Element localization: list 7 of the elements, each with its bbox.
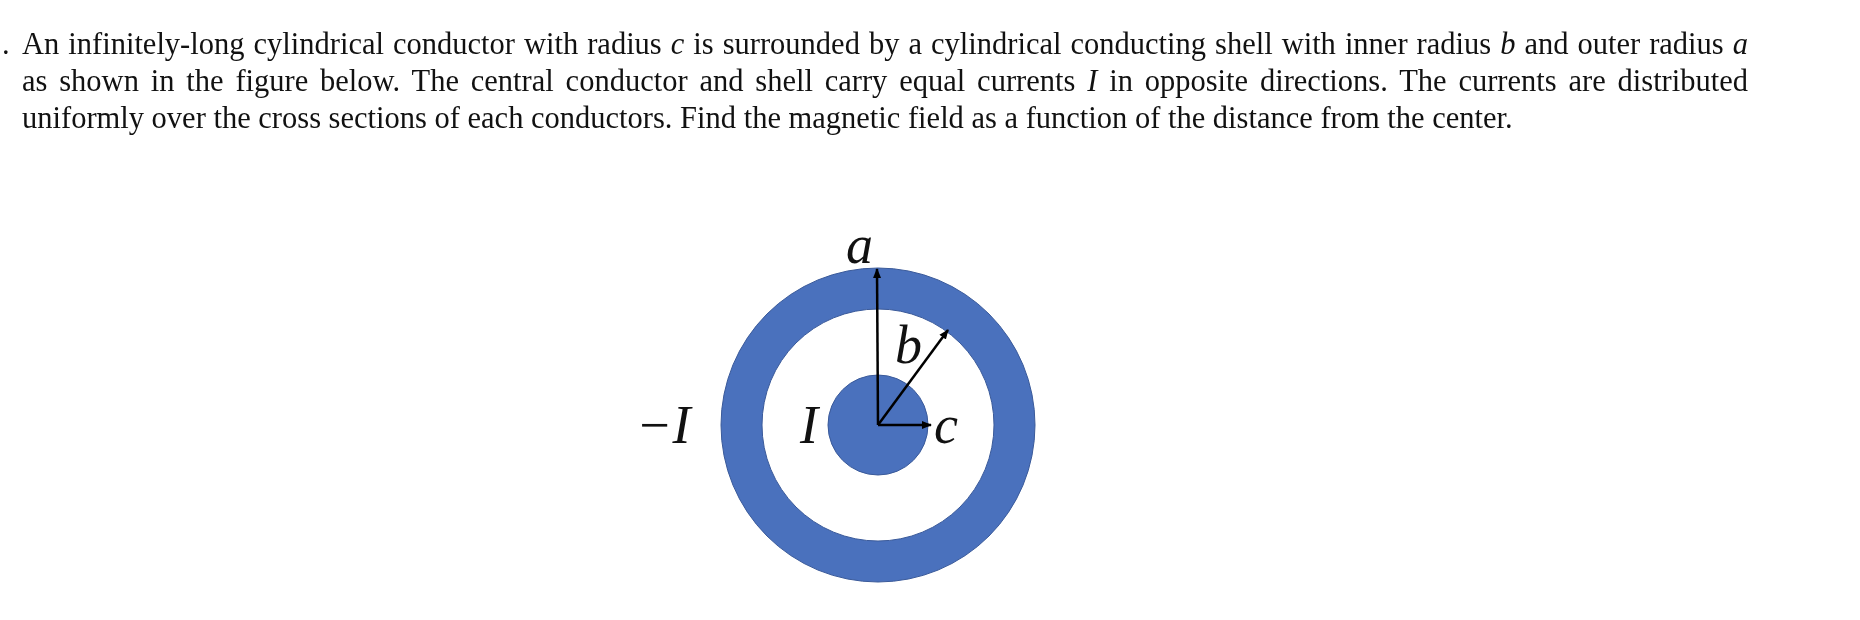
radius-label: b [895,318,922,372]
list-marker: . [2,26,10,63]
current-label: −I [636,398,691,452]
radius-label: c [934,398,958,452]
current-label: I [800,398,818,452]
problem-text: An infinitely-long cylindrical conductor with radius c is surrounded by a cylindrical conducting shell with inner radius b and outer radius a as shown in the figure below. The central conductor and shell carry equal currents I in opposite directions. The currents are distributed uniformly over the cross sections of each conductors. Find the magnetic field as a function of the distance from the center. [22,26,1748,137]
radius-label: a [846,218,873,272]
